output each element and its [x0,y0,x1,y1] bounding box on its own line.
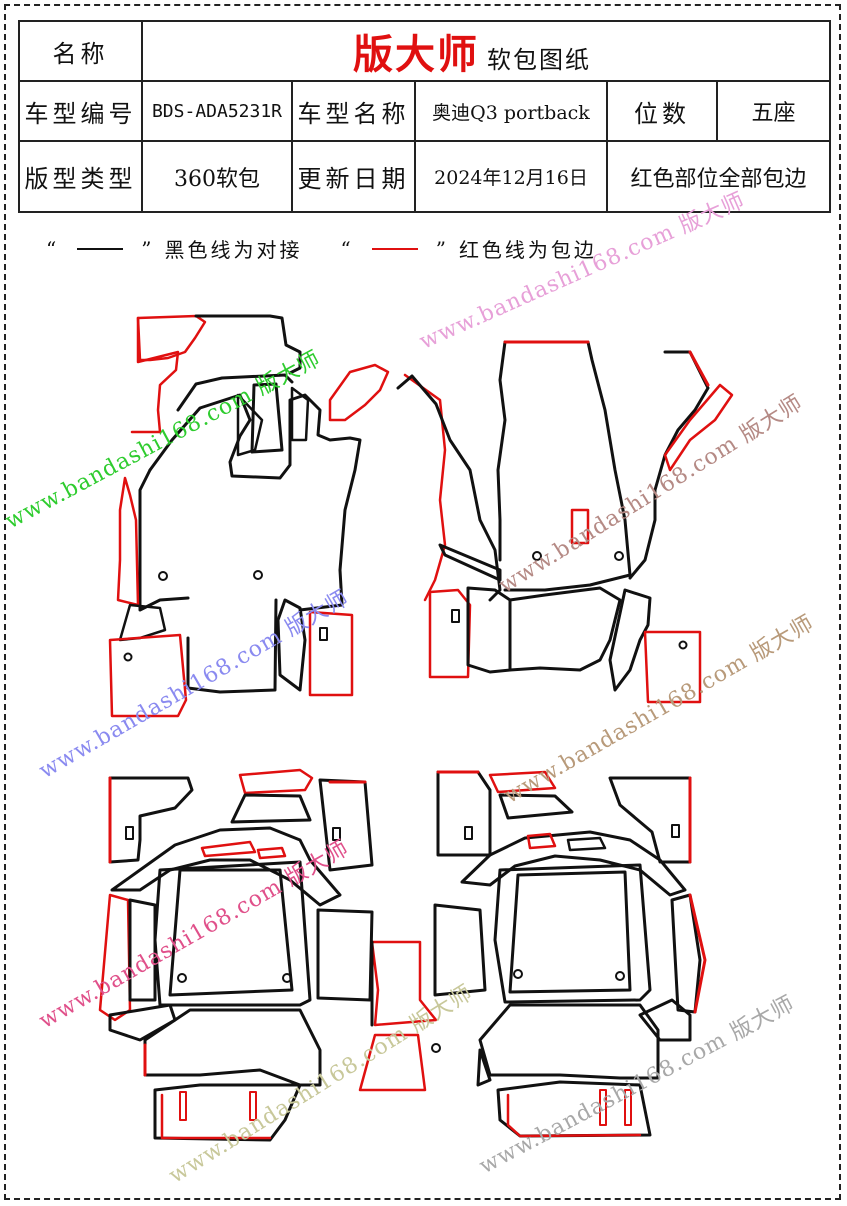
info-row-name: 名称 版大师软包图纸 [18,20,831,82]
info-row-model: 车型编号 BDS-ADA5231R 车型名称 奥迪Q3 portback 位数 … [18,80,831,142]
rear-right-mat [433,770,707,1138]
model-name-value: 奥迪Q3 portback [414,80,608,142]
red-line-legend-text: 红色线为包边 [458,238,597,262]
pattern-type-label: 版型类型 [18,140,143,213]
page-border [4,4,841,1200]
seats-value: 五座 [716,80,831,142]
info-table: 名称 版大师软包图纸 车型编号 BDS-ADA5231R 车型名称 奥迪Q3 p… [18,20,831,213]
title-cell: 版大师软包图纸 [141,20,831,82]
info-row-type: 版型类型 360软包 更新日期 2024年12月16日 红色部位全部包边 [18,140,831,213]
legend-open-quote: “ [46,236,60,261]
front-left-mat [108,314,390,718]
edge-note: 红色部位全部包边 [606,140,831,213]
update-date-value: 2024年12月16日 [414,140,608,213]
model-code-value: BDS-ADA5231R [141,80,293,142]
legend-open-quote-2: “ [340,236,354,261]
red-line-swatch [371,247,418,250]
legend-close-quote-2: ” [435,236,449,261]
black-line-swatch [77,247,124,250]
seats-label: 位数 [606,80,718,142]
title-suffix: 软包图纸 [487,46,591,74]
update-date-label: 更新日期 [291,140,416,213]
rear-left-mat [98,768,374,1142]
line-legend: “ ” 黑色线为对接 “ ” 红色线为包边 [36,234,597,263]
name-label: 名称 [18,20,143,82]
model-name-label: 车型名称 [291,80,416,142]
brand-title: 版大师 [353,31,479,78]
black-line-legend-text: 黑色线为对接 [164,238,303,262]
front-right-mat [396,340,734,704]
pattern-type-value: 360软包 [141,140,293,213]
rear-center-tunnel [358,940,441,1092]
legend-close-quote: ” [141,236,155,261]
model-code-label: 车型编号 [18,80,143,142]
